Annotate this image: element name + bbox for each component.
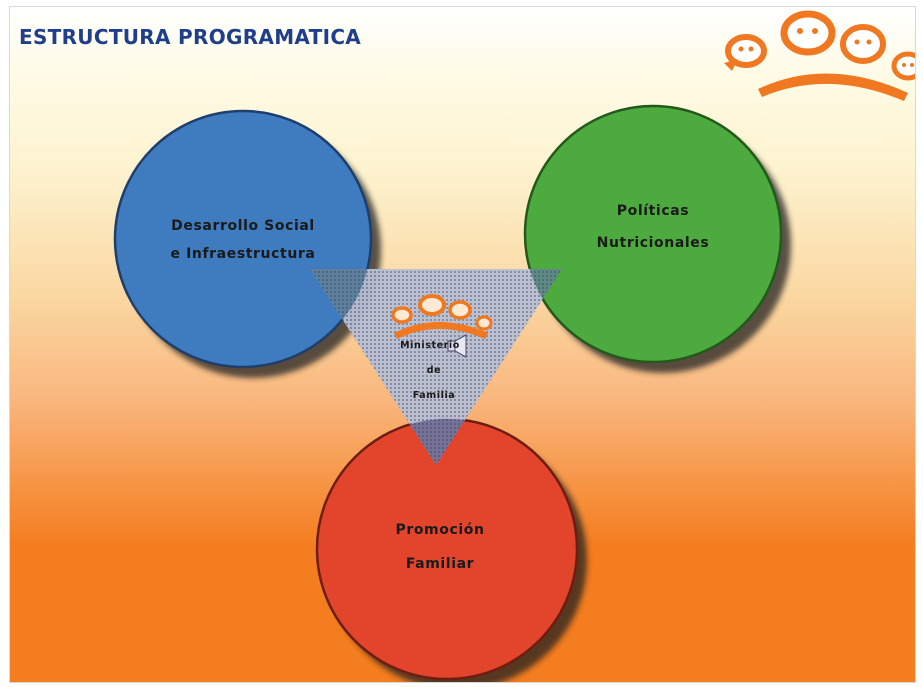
ministerio-label-line2: de <box>427 365 441 376</box>
politicas-label-line2: Nutricionales <box>597 235 710 251</box>
slide-title: ESTRUCTURA PROGRAMATICA <box>19 25 362 49</box>
structure-diagram: Desarrollo Social e Infraestructura Polí… <box>113 10 915 682</box>
desarrollo-social-label-line1: Desarrollo Social <box>171 218 315 234</box>
politicas-label-line1: Políticas <box>617 203 689 219</box>
speaker-icon[interactable] <box>447 334 467 358</box>
promocion-label-line2: Familiar <box>406 556 474 572</box>
slide: ESTRUCTURA PROGRAMATICA <box>9 6 916 683</box>
ministerio-label-line3: Familia <box>413 390 456 401</box>
desarrollo-social-circle <box>113 109 373 369</box>
desarrollo-social-label-line2: e Infraestructura <box>171 246 316 262</box>
politicas-nutricionales-circle <box>523 104 783 364</box>
center-family-faces-logo-icon <box>391 294 493 339</box>
family-faces-logo-icon <box>724 10 915 101</box>
ministerio-triangle <box>310 269 562 465</box>
ministerio-label-line1: Ministerio <box>400 340 460 351</box>
promocion-familiar-circle <box>315 417 579 681</box>
promocion-label-line1: Promoción <box>395 522 484 538</box>
